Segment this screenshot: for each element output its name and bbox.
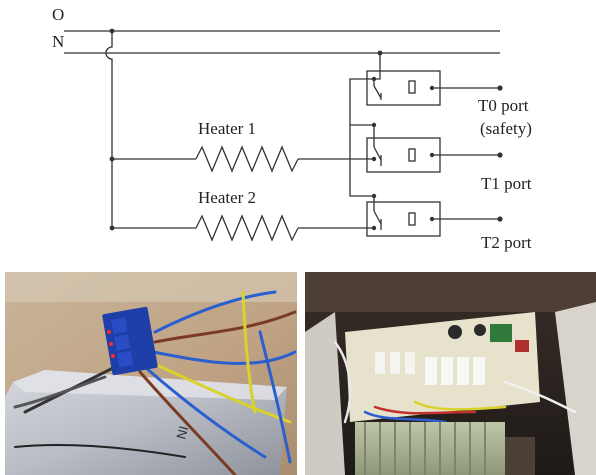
heater-2-resistor [195, 214, 299, 242]
label-line-n: N [52, 32, 64, 51]
relay-t0 [366, 70, 441, 106]
control-pcb [345, 312, 540, 422]
daq-logo-text: NI [173, 424, 191, 440]
label-t0-safety: (safety) [480, 119, 532, 138]
relay-board [102, 306, 158, 376]
label-heater-2: Heater 2 [198, 188, 256, 207]
heater-1-resistor [195, 145, 299, 173]
label-t0-port: T0 port [478, 96, 529, 115]
photo-relay-board-and-daq: NI [5, 272, 297, 475]
label-t1-port: T1 port [481, 174, 532, 193]
label-heater-1: Heater 1 [198, 119, 256, 138]
oven-fan [355, 422, 535, 475]
heater-relay-schematic: O N Heater 1 Heater 2 T0 port (safety) T… [52, 5, 532, 252]
label-line-o: O [52, 5, 64, 24]
label-t2-port: T2 port [481, 233, 532, 252]
relay-common-bus [349, 72, 381, 197]
photo-oven-control-board [305, 272, 596, 475]
feed-wire-left [105, 31, 113, 228]
